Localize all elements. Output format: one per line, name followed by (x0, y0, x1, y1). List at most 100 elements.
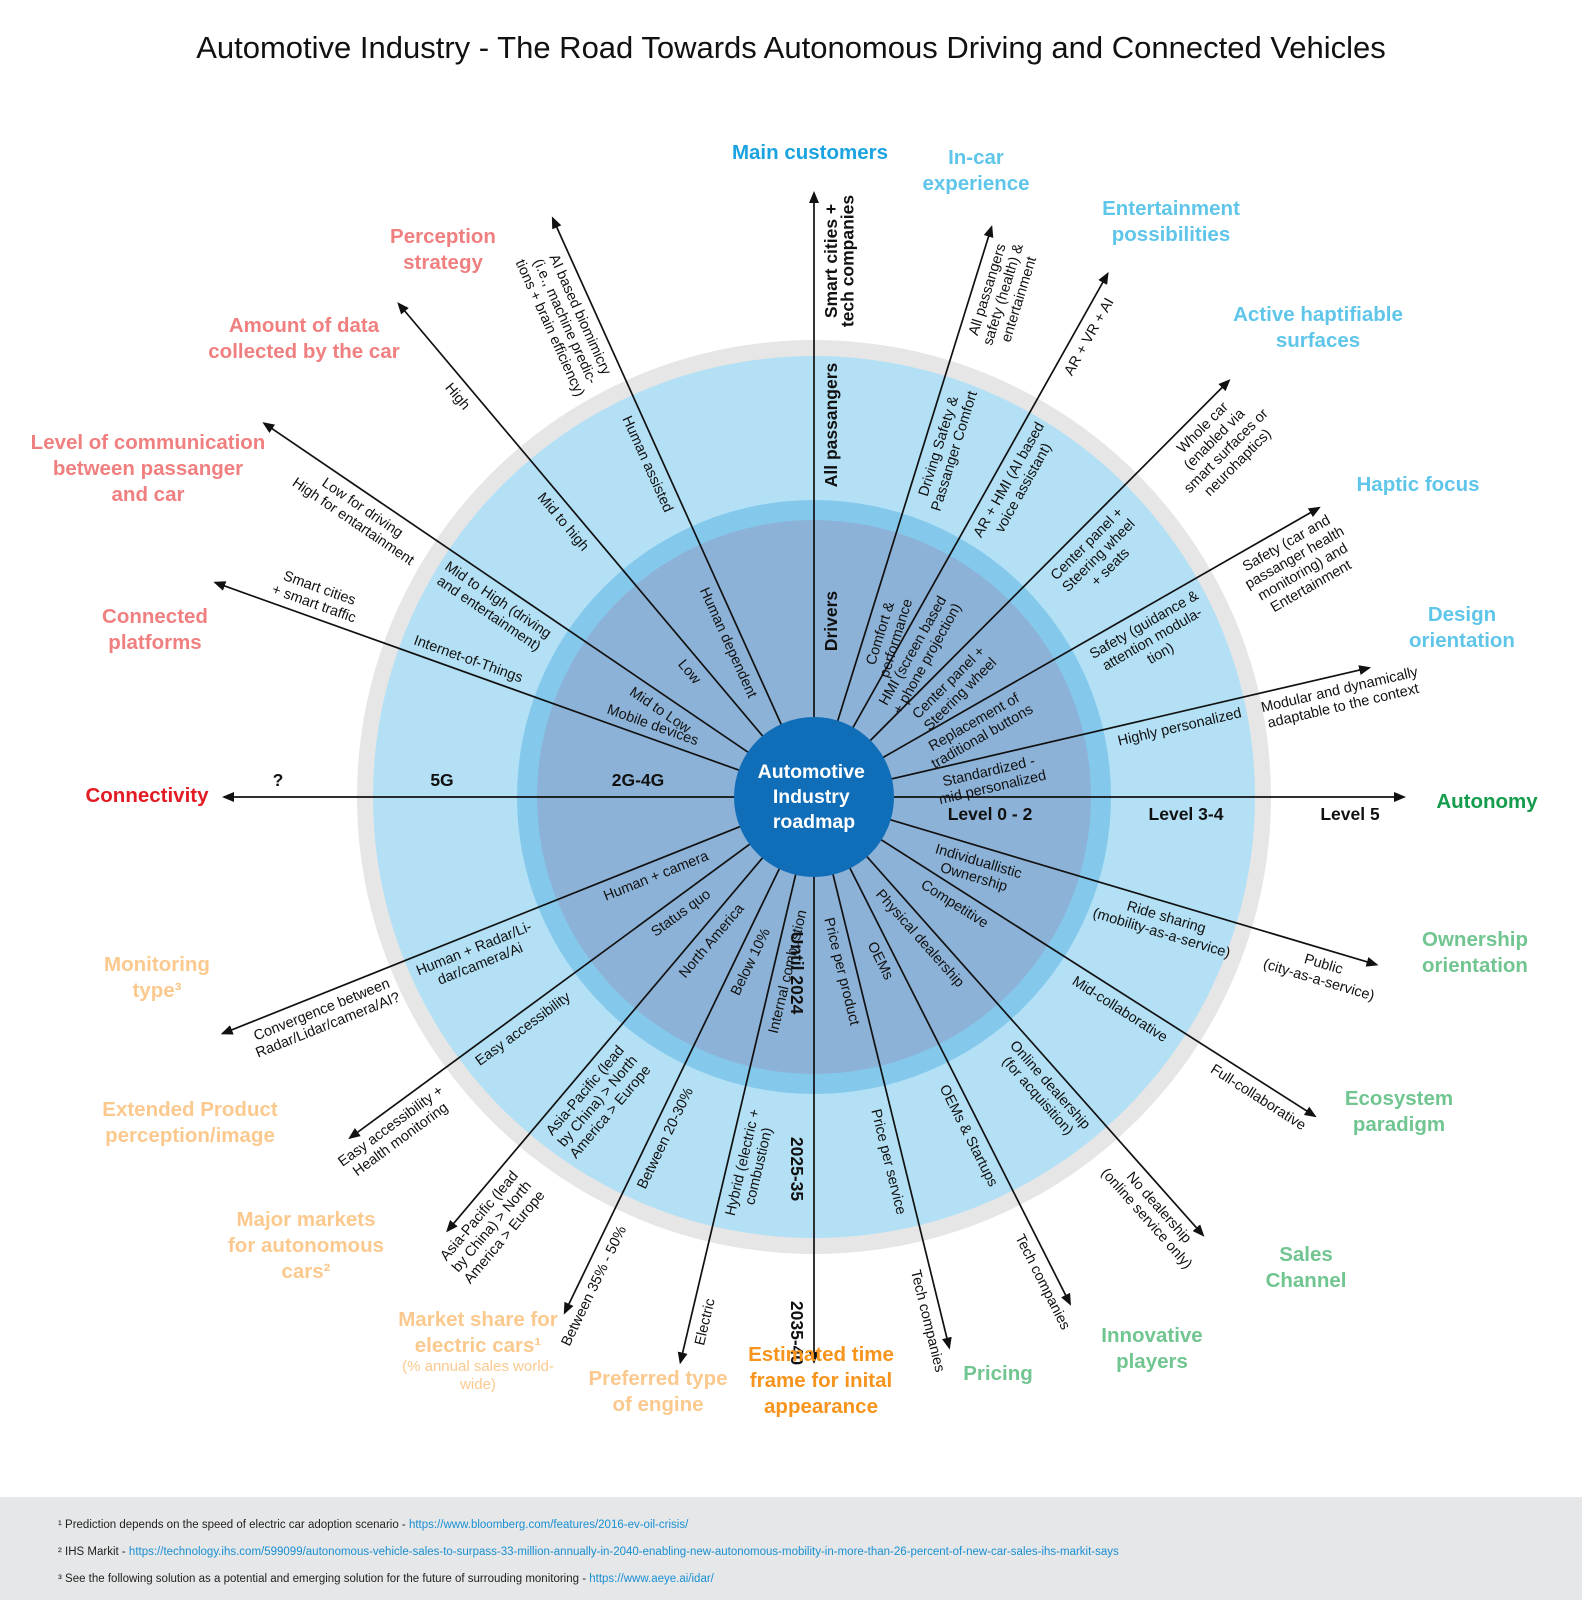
axis-timeframe-value-3: 2035-40 (787, 1301, 807, 1365)
axis-connectivity: 2G-4G 5G? Connectivity (85, 770, 814, 807)
axis-connectivity-value-2-line-1: 5G (430, 770, 453, 790)
center-label: Automotive Industry roadmap (758, 761, 871, 833)
axis-arrow-data (397, 302, 815, 798)
footnote-3-link[interactable]: https://www.aeye.ai/idar/ (589, 1573, 714, 1585)
axis-ecosystem-label-line-2: paradigm (1353, 1113, 1445, 1136)
axis-ownership-label: Ownership orientation (1422, 928, 1528, 977)
axis-ownership-label-line-1: Ownership (1422, 928, 1528, 951)
axis-customers-value-2: All passangers (821, 362, 841, 487)
axis-haptic-value-3: Safety (car andpassanger healthmonitorin… (1234, 509, 1363, 621)
axis-innovative-label-line-2: players (1116, 1350, 1188, 1373)
page-title: Automotive Industry - The Road Towards A… (196, 30, 1386, 65)
axis-pricing-label: Pricing (963, 1362, 1033, 1385)
axis-arrow-haptic (813, 506, 1321, 798)
axis-haptifiable-label: Active haptifiable surfaces (1233, 303, 1403, 352)
axis-connectivity-value-3-line-1: ? (273, 770, 284, 790)
axis-markets-value-3: Asia-Pacific (leadby China) > NorthAmeri… (436, 1167, 549, 1288)
axis-ownership-label-line-2: orientation (1422, 954, 1528, 977)
axis-customers-value-3-line-2: tech companies (838, 195, 858, 328)
axis-timeframe-label: Estimated time frame for inital appearance (748, 1343, 894, 1418)
center-label-line-3: roadmap (773, 811, 855, 833)
footnote-1-text: ¹ Prediction depends on the speed of ele… (58, 1519, 409, 1531)
axis-extended-label-line-2: perception/image (105, 1124, 275, 1147)
axis-electric-value-3-line-1: Between 35% - 50% (558, 1223, 630, 1348)
axis-engine-label-line-1: Preferred type (588, 1367, 727, 1390)
axis-perception-label-line-1: Perception (390, 225, 496, 248)
axis-autonomy-value-1: Level 0 - 2 (948, 804, 1033, 824)
axis-connectivity-value-3: ? (273, 770, 284, 790)
axis-monitoring-label-line-1: Monitoring (104, 953, 210, 976)
axis-autonomy-label-line-1: Autonomy (1436, 790, 1538, 813)
footnote-1-link[interactable]: https://www.bloomberg.com/features/2016-… (408, 1519, 689, 1531)
center-label-line-1: Automotive (758, 761, 865, 783)
axis-autonomy-value-2: Level 3-4 (1149, 804, 1224, 824)
axis-customers-value-1-line-1: Drivers (821, 591, 841, 652)
axis-connected-label-line-2: platforms (108, 631, 201, 654)
axis-arrow-incar (813, 225, 994, 798)
axis-arrow-haptifiable (813, 379, 1231, 798)
center-circle (734, 717, 894, 877)
axis-sales-label-line-1: Sales (1279, 1243, 1333, 1266)
footnote-1: ¹ Prediction depends on the speed of ele… (58, 1519, 688, 1531)
axis-pricing-label-line-1: Pricing (963, 1362, 1033, 1385)
axis-haptifiable-label-line-1: Active haptifiable (1233, 303, 1403, 326)
axis-timeframe-label-line-2: frame for inital (750, 1369, 892, 1392)
axis-connected-value-3: Smart cities+ smart traffic (270, 566, 364, 626)
axis-arrow-entertainment (813, 272, 1109, 798)
axis-customers-value-3: Smart cities +tech companies (821, 195, 858, 328)
axis-incar-label-line-2: experience (922, 172, 1029, 195)
axis-pricing-value-3: Tech companies (907, 1268, 948, 1374)
axis-communication-value-3: Low for drivingHigh for entartainment (289, 461, 426, 569)
axis-electric-value-3: Between 35% - 50% (558, 1223, 630, 1348)
axis-engine-value-3-line-1: Electric (692, 1297, 719, 1347)
axis-design-label-line-1: Design (1428, 603, 1496, 626)
axis-arrow-connected (213, 581, 815, 798)
center-node: Automotive Industry roadmap (734, 717, 894, 877)
axis-autonomy-label: Autonomy (1436, 790, 1538, 813)
axis-ecosystem-value-3-line-1: Full-collaborative (1207, 1062, 1308, 1134)
axis-arrow-ownership (813, 796, 1379, 967)
axis-extended-value-3: Easy accessibility +Health monitoring (335, 1083, 456, 1184)
axis-customers: Drivers All passangers Smart cities +tech … (732, 141, 888, 797)
axis-electric-label-line-2: electric cars¹ (415, 1334, 542, 1357)
axis-data-label-line-2: collected by the car (208, 340, 399, 363)
center-label-line-2: Industry (773, 786, 850, 808)
axis-connectivity-value-1: 2G-4G (612, 770, 665, 790)
axis-engine-value-3: Electric (692, 1297, 719, 1347)
axis-connectivity-label: Connectivity (85, 784, 209, 807)
axis-timeframe-label-line-3: appearance (764, 1395, 878, 1418)
axis-customers-label: Main customers (732, 141, 888, 164)
footnote-2: ² IHS Markit - https://technology.ihs.co… (58, 1546, 1119, 1558)
axis-communication-label-line-2: between passanger (53, 457, 243, 480)
axis-connectivity-value-2: 5G (430, 770, 453, 790)
axis-markets-label-line-3: cars² (281, 1260, 330, 1283)
axis-arrow-pricing (813, 796, 952, 1350)
axis-extended-label: Extended Product perception/image (102, 1098, 278, 1147)
axis-extended-label-line-1: Extended Product (102, 1098, 278, 1121)
axis-sales-label-line-2: Channel (1266, 1269, 1347, 1292)
footnote-2-link[interactable]: https://technology.ihs.com/599099/autono… (128, 1546, 1119, 1558)
axis-arrow-design (813, 665, 1372, 798)
axis-haptifiable-value-3: Whole car(enabled viasmart surfaces orne… (1158, 383, 1284, 509)
axis-connectivity-value-1-line-1: 2G-4G (612, 770, 665, 790)
axis-monitoring-label: Monitoring type³ (104, 953, 210, 1002)
axis-markets-label-line-2: for autonomous (228, 1234, 384, 1257)
axis-timeframe-label-line-1: Estimated time (748, 1343, 894, 1366)
axis-monitoring-label-line-2: type³ (133, 979, 182, 1002)
axis-haptifiable-label-line-2: surfaces (1276, 329, 1360, 352)
axis-timeframe-value-1: Until 2024 (787, 932, 807, 1015)
axis-customers-label-line-1: Main customers (732, 141, 888, 164)
axis-customers-value-3-line-1: Smart cities + (821, 204, 841, 318)
axis-autonomy-value-3: Level 5 (1320, 804, 1380, 824)
axis-autonomy-value-1-line-1: Level 0 - 2 (948, 804, 1033, 824)
